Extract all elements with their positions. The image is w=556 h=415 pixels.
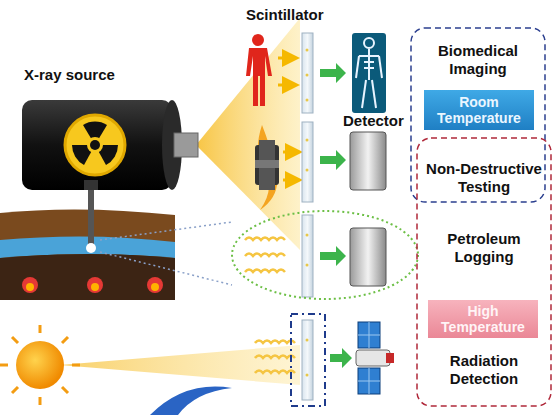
source-label: X-ray source: [24, 66, 115, 84]
xray-wave: [255, 356, 295, 359]
application-label: Biomedical Imaging: [416, 42, 540, 78]
temperature-band: High Temperature: [428, 300, 538, 338]
xray-wave: [245, 270, 285, 273]
scintillator-label: Scintillator: [246, 6, 324, 24]
application-label: Petroleum Logging: [421, 230, 547, 266]
band-text: High Temperature: [434, 303, 532, 335]
xray-wave: [255, 371, 295, 374]
detector-label: Detector: [343, 112, 404, 130]
xray-wave: [245, 238, 285, 241]
application-label: Radiation Detection: [421, 352, 547, 388]
band-text: Room Temperature: [430, 94, 528, 126]
xray-wave: [255, 341, 295, 344]
application-label: Non-Destructive Testing: [421, 160, 547, 196]
xray-wave: [245, 254, 285, 257]
temperature-band: Room Temperature: [424, 90, 534, 130]
